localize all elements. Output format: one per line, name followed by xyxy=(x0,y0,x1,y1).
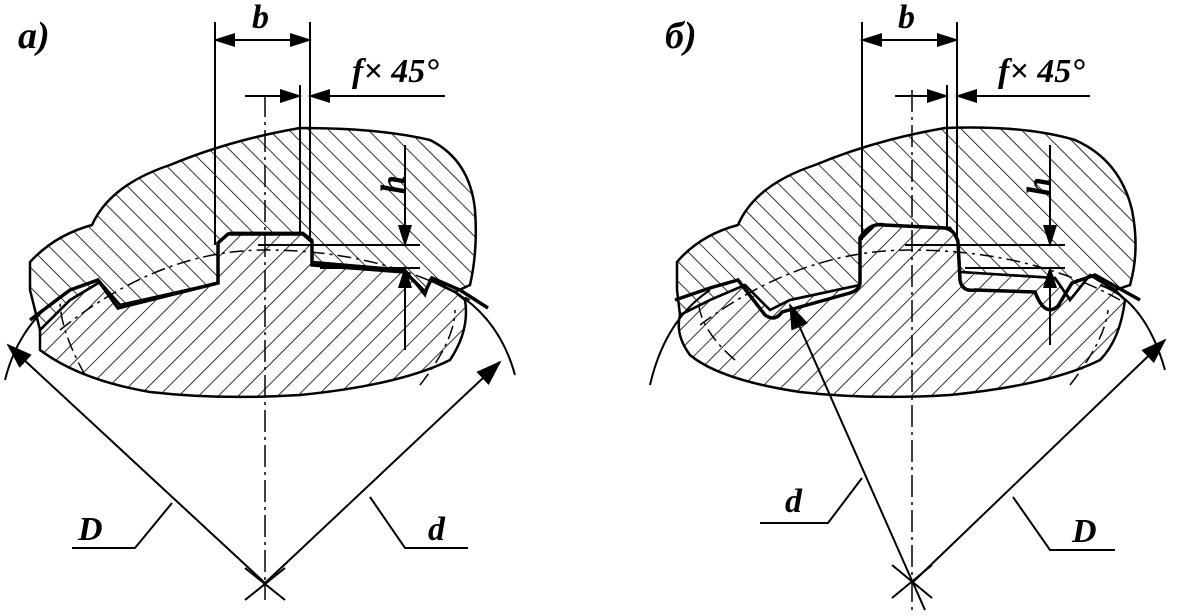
panel-label-b: б) xyxy=(665,15,697,57)
diameter-label-right-b: D xyxy=(1071,513,1097,550)
panel-label-a: а) xyxy=(18,15,50,57)
diameter-line-left-b xyxy=(789,303,926,611)
leader-D-b xyxy=(1012,496,1115,551)
tooth-profile-b xyxy=(674,222,1141,320)
diameter-label-right-a: d xyxy=(428,511,446,548)
dim-chamfer-label-b: f× 45° xyxy=(998,53,1085,90)
diameter-label-left-b: d xyxy=(785,483,803,520)
figure-b: б) b f× 45° h d D xyxy=(649,0,1167,611)
dim-h-label-a: h xyxy=(375,175,412,194)
diameter-line-left-a xyxy=(6,343,266,584)
hub-section-a xyxy=(28,126,478,333)
dim-h-label-b: h xyxy=(1021,177,1058,196)
leader-d-a xyxy=(369,496,468,549)
figure-a: а) b f× 45° h D d xyxy=(4,0,516,601)
inner-arc2-b xyxy=(697,299,1109,386)
leader-d-b xyxy=(760,477,863,524)
dim-b-label-b: b xyxy=(898,0,915,36)
inner-arc2-a xyxy=(59,299,456,386)
tooth-profile-a xyxy=(28,232,489,322)
diameter-line-right-a xyxy=(264,360,502,584)
dim-b-label-a: b xyxy=(252,0,269,36)
shaft-section-b xyxy=(677,223,1127,399)
dim-chamfer-label-a: f× 45° xyxy=(352,53,439,90)
inner-arc-b xyxy=(699,249,1121,326)
diameter-label-left-a: D xyxy=(77,511,103,548)
leader-D-a xyxy=(72,502,173,549)
diameter-line-right-b xyxy=(911,338,1167,584)
